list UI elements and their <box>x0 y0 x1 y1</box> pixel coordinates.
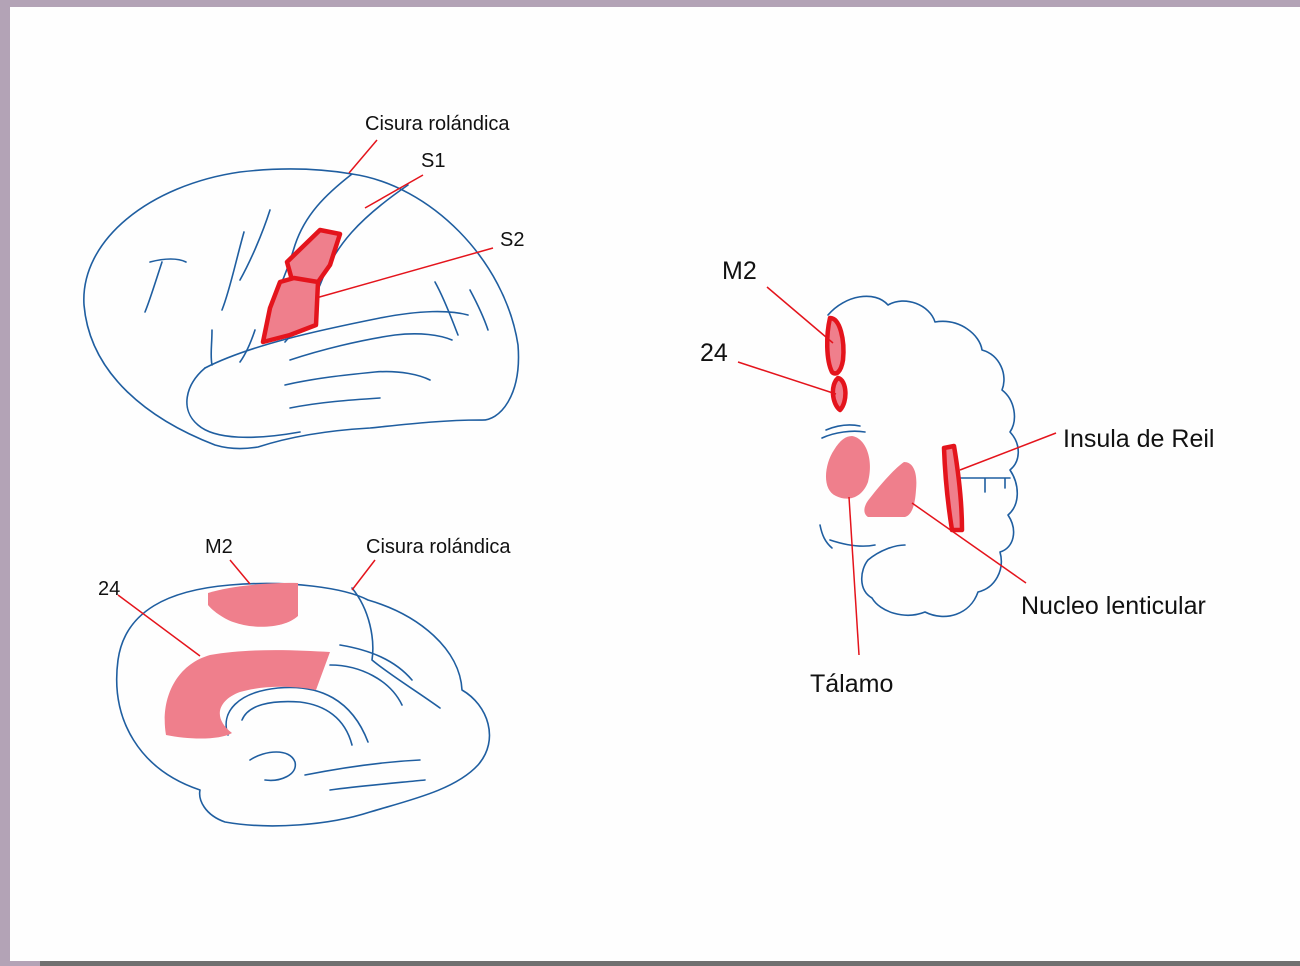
temporal-sulcus-a <box>290 334 452 360</box>
insula-leader-line <box>960 433 1056 470</box>
lateral-brain-view: Cisura rolándica S1 S2 <box>84 113 525 448</box>
rolandic-leader-line <box>349 140 377 173</box>
frontal-sulcus-a <box>145 259 186 312</box>
s2-label: S2 <box>500 229 524 251</box>
medial-rolandic-label: Cisura rolándica <box>366 536 511 558</box>
m2-leader-line <box>230 560 250 584</box>
coronal-m2-area <box>827 318 843 374</box>
frontal-sulcus-b <box>211 330 255 365</box>
medial-24-label: 24 <box>98 578 120 600</box>
medial-sulcus-a <box>250 752 295 780</box>
m2-area <box>208 583 298 627</box>
area-24-leader-line <box>118 595 200 656</box>
medial-sulcus-b <box>305 760 425 790</box>
coronal-m2-leader-line <box>767 287 833 343</box>
thalamus-label: Tálamo <box>810 670 893 698</box>
coronal-24-label: 24 <box>700 339 728 367</box>
lenticular-label: Nucleo lenticular <box>1021 592 1206 620</box>
occipital-sulcus <box>435 282 488 335</box>
coronal-m2-label: M2 <box>722 257 757 285</box>
coronal-inner-gyri <box>820 525 875 548</box>
s1-area <box>287 230 340 282</box>
coronal-insula-branch <box>960 478 1010 492</box>
insula-label: Insula de Reil <box>1063 425 1214 453</box>
callosal-sulcus <box>226 687 368 742</box>
lateral-rolandic-label: Cisura rolándica <box>365 113 510 135</box>
sylvian-fissure <box>205 312 468 368</box>
s1-leader-line <box>365 175 423 208</box>
s2-leader-line <box>316 248 493 298</box>
medial-brain-view: M2 24 Cisura rolándica <box>98 536 511 826</box>
thalamus-leader-line <box>849 497 859 655</box>
lenticular-area <box>864 462 916 517</box>
medial-sulcus-c <box>330 645 412 705</box>
area-24 <box>165 650 330 738</box>
temporal-sulcus-b <box>285 372 430 408</box>
medial-m2-label: M2 <box>205 536 233 558</box>
medial-rolandic-leader-line <box>352 560 375 590</box>
thalamus-area <box>826 436 870 499</box>
parieto-occipital-curve <box>352 588 440 708</box>
s1-label: S1 <box>421 150 445 172</box>
corpus-callosum-inner <box>242 702 352 745</box>
coronal-ventricle-marks <box>822 425 865 438</box>
insula-area <box>944 446 962 530</box>
coronal-section-view: M2 24 Insula de Reil Nucleo lenticular T… <box>700 257 1214 698</box>
temporal-lobe-outline <box>187 368 300 437</box>
lateral-sulcus-b <box>222 210 270 310</box>
coronal-24-leader-line <box>738 362 836 394</box>
